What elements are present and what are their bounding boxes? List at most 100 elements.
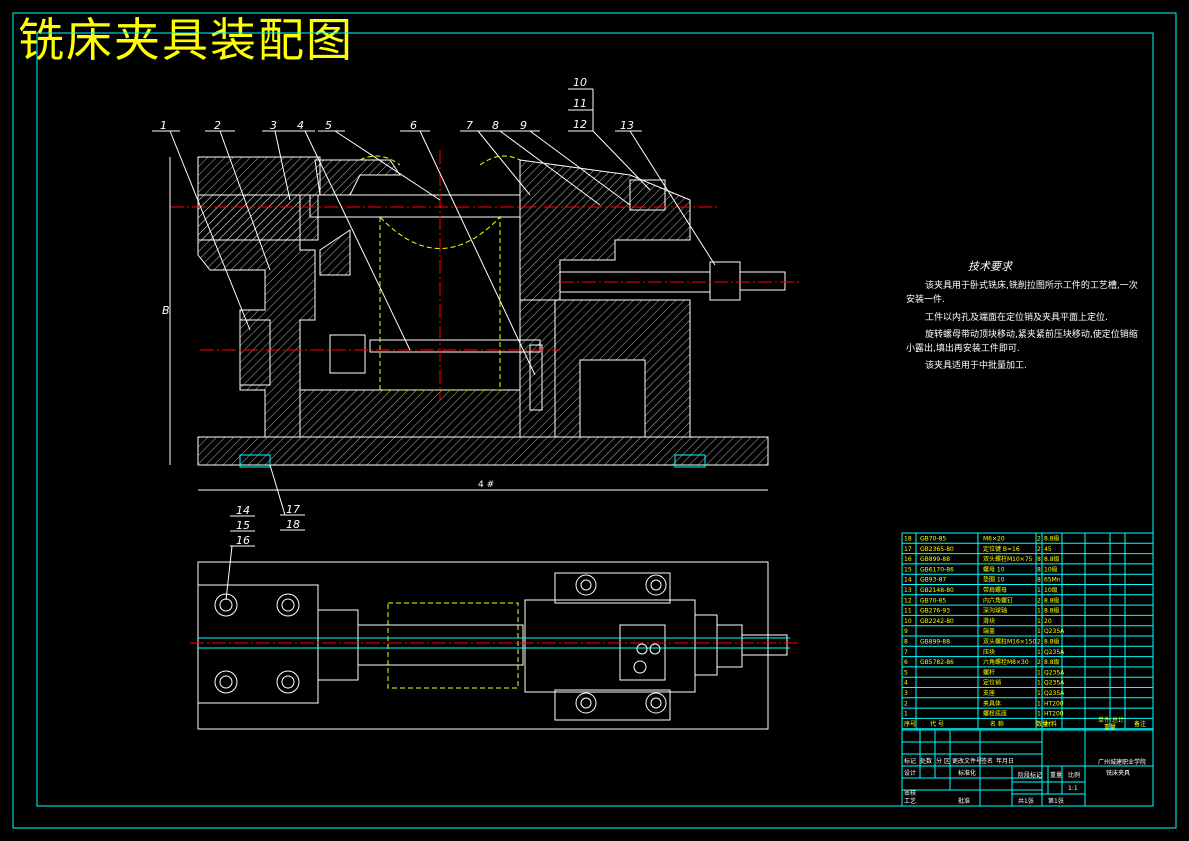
part-no: 3 (904, 690, 908, 697)
tb-school: 广州城建职业学院 (1098, 758, 1146, 766)
part-code: GB70-85 (920, 597, 946, 604)
part-material: 45 (1044, 546, 1052, 553)
callout-14: 14 (236, 504, 250, 517)
part-material: 8.8级 (1044, 555, 1060, 563)
part-name: 螺杆 (983, 668, 995, 676)
tb-design: 设计 (904, 769, 916, 777)
tb-scale: 比例 (1068, 771, 1080, 779)
header-qty: 数量 (1036, 720, 1048, 728)
tb-standard: 标准化 (958, 769, 976, 777)
tech-line-5: 小露出,填出再安装工件即可. (906, 342, 1020, 354)
dim-width-label: 4 # (478, 480, 494, 490)
tb-drawing-name: 铣床夹具 (1106, 769, 1130, 777)
part-qty: 8 (1037, 556, 1041, 563)
drawing-title: 铣床夹具装配图 (18, 13, 354, 67)
front-view: B 4 # (162, 150, 800, 491)
part-code: GB276-93 (920, 608, 950, 615)
tb-date: 年月日 (996, 757, 1014, 765)
technical-requirements: 技术要求 该夹具用于卧式铣床,铣削拉图所示工件的工艺槽,一次 安装一件. 工件以… (906, 260, 1138, 371)
callout-13: 13 (620, 119, 634, 132)
part-no: 15 (904, 566, 912, 573)
part-no: 17 (904, 546, 912, 553)
callout-1: 1 (160, 119, 167, 132)
part-qty: 2 (1037, 639, 1041, 646)
part-no: 13 (904, 587, 912, 594)
part-name: 支座 (983, 689, 995, 697)
tb-process: 工艺 (904, 797, 916, 805)
part-name: 定位键 B=16 (983, 545, 1020, 553)
title-block: 标记 处数 分 区 更改文件号 签名 年月日 设计 标准化 审核 工艺 批准 阶… (901, 729, 1154, 807)
part-qty: 1 (1037, 608, 1041, 615)
part-code: GB5782-86 (920, 659, 954, 666)
part-qty: 1 (1037, 587, 1041, 594)
part-qty: 1 (1037, 680, 1041, 687)
callout-7: 7 (466, 119, 473, 132)
inner-frame (36, 32, 1154, 807)
part-material: 8.8级 (1044, 607, 1060, 615)
part-material: 8.8级 (1044, 535, 1060, 543)
part-name: 六角螺栓M8×30 (983, 658, 1029, 666)
header-code: 代 号 (930, 720, 944, 728)
part-name: 定位销 (983, 679, 1001, 687)
header-name: 名 称 (990, 720, 1004, 728)
callout-18: 18 (286, 518, 300, 531)
part-no: 4 (904, 680, 908, 687)
part-qty: 8 (1037, 566, 1041, 573)
dim-height-label: B (162, 304, 170, 317)
callout-8: 8 (492, 119, 499, 132)
header-total: 总计 (1112, 716, 1124, 724)
part-name: 螺母 10 (983, 565, 1005, 573)
part-no: 18 (904, 536, 912, 543)
part-name: 深沟球轴 (983, 607, 1007, 615)
part-no: 2 (904, 700, 908, 707)
part-name: 夹具体 (983, 699, 1001, 707)
part-name: 垫圈 10 (983, 576, 1005, 584)
part-code: GB93-87 (920, 577, 946, 584)
tb-review: 审核 (904, 789, 916, 797)
part-qty: 2 (1037, 597, 1041, 604)
part-material: 10级 (1044, 565, 1058, 573)
part-material: 10级 (1044, 586, 1058, 594)
part-no: 16 (904, 556, 912, 563)
callout-9: 9 (520, 119, 527, 132)
part-material: Q235A (1044, 628, 1065, 635)
callout-2: 2 (214, 119, 221, 132)
part-material: 8.8级 (1044, 658, 1060, 666)
part-name: 螺栓底座 (983, 710, 1007, 718)
part-name: 压块 (983, 648, 995, 656)
part-code: GB899-88 (920, 639, 950, 646)
tb-mark: 标记 (904, 757, 916, 765)
part-no: 12 (904, 597, 912, 604)
header-material: 材料 (1045, 720, 1057, 728)
tb-scale-value: 1:1 (1068, 785, 1078, 792)
part-material: Q235A (1044, 680, 1065, 687)
callouts-top (152, 88, 716, 376)
part-no: 1 (904, 711, 908, 718)
part-qty: 8 (1037, 577, 1041, 584)
part-material: 20 (1044, 618, 1052, 625)
part-no: 7 (904, 649, 908, 656)
part-name: 滑块 (983, 617, 995, 625)
part-qty: 1 (1037, 649, 1041, 656)
tb-approve: 批准 (958, 797, 970, 805)
header-single: 单件 (1098, 716, 1110, 724)
tb-zone: 分 区 (936, 757, 950, 765)
tech-line-3: 工件以内孔及端面在定位销及夹具平面上定位. (925, 311, 1108, 323)
part-no: 11 (904, 608, 912, 615)
callout-4: 4 (297, 119, 304, 132)
callout-16: 16 (236, 534, 250, 547)
part-name: 带肩螺母 (983, 586, 1007, 594)
part-qty: 1 (1037, 690, 1041, 697)
part-code: GB6170-86 (920, 566, 954, 573)
header-weight: 重量 (1104, 723, 1116, 731)
callout-17: 17 (286, 503, 300, 516)
header-no: 序号 (904, 720, 916, 728)
part-qty: 2 (1037, 659, 1041, 666)
tech-line-1: 该夹具用于卧式铣床,铣削拉图所示工件的工艺槽,一次 (925, 279, 1138, 291)
callout-12: 12 (573, 118, 587, 131)
callouts-mid: 17 18 14 15 16 (225, 464, 305, 601)
tb-stage: 阶段标记 (1018, 771, 1042, 779)
part-name: M6×20 (983, 536, 1005, 543)
part-code: GB2365-80 (920, 546, 954, 553)
part-material: Q235A (1044, 690, 1065, 697)
